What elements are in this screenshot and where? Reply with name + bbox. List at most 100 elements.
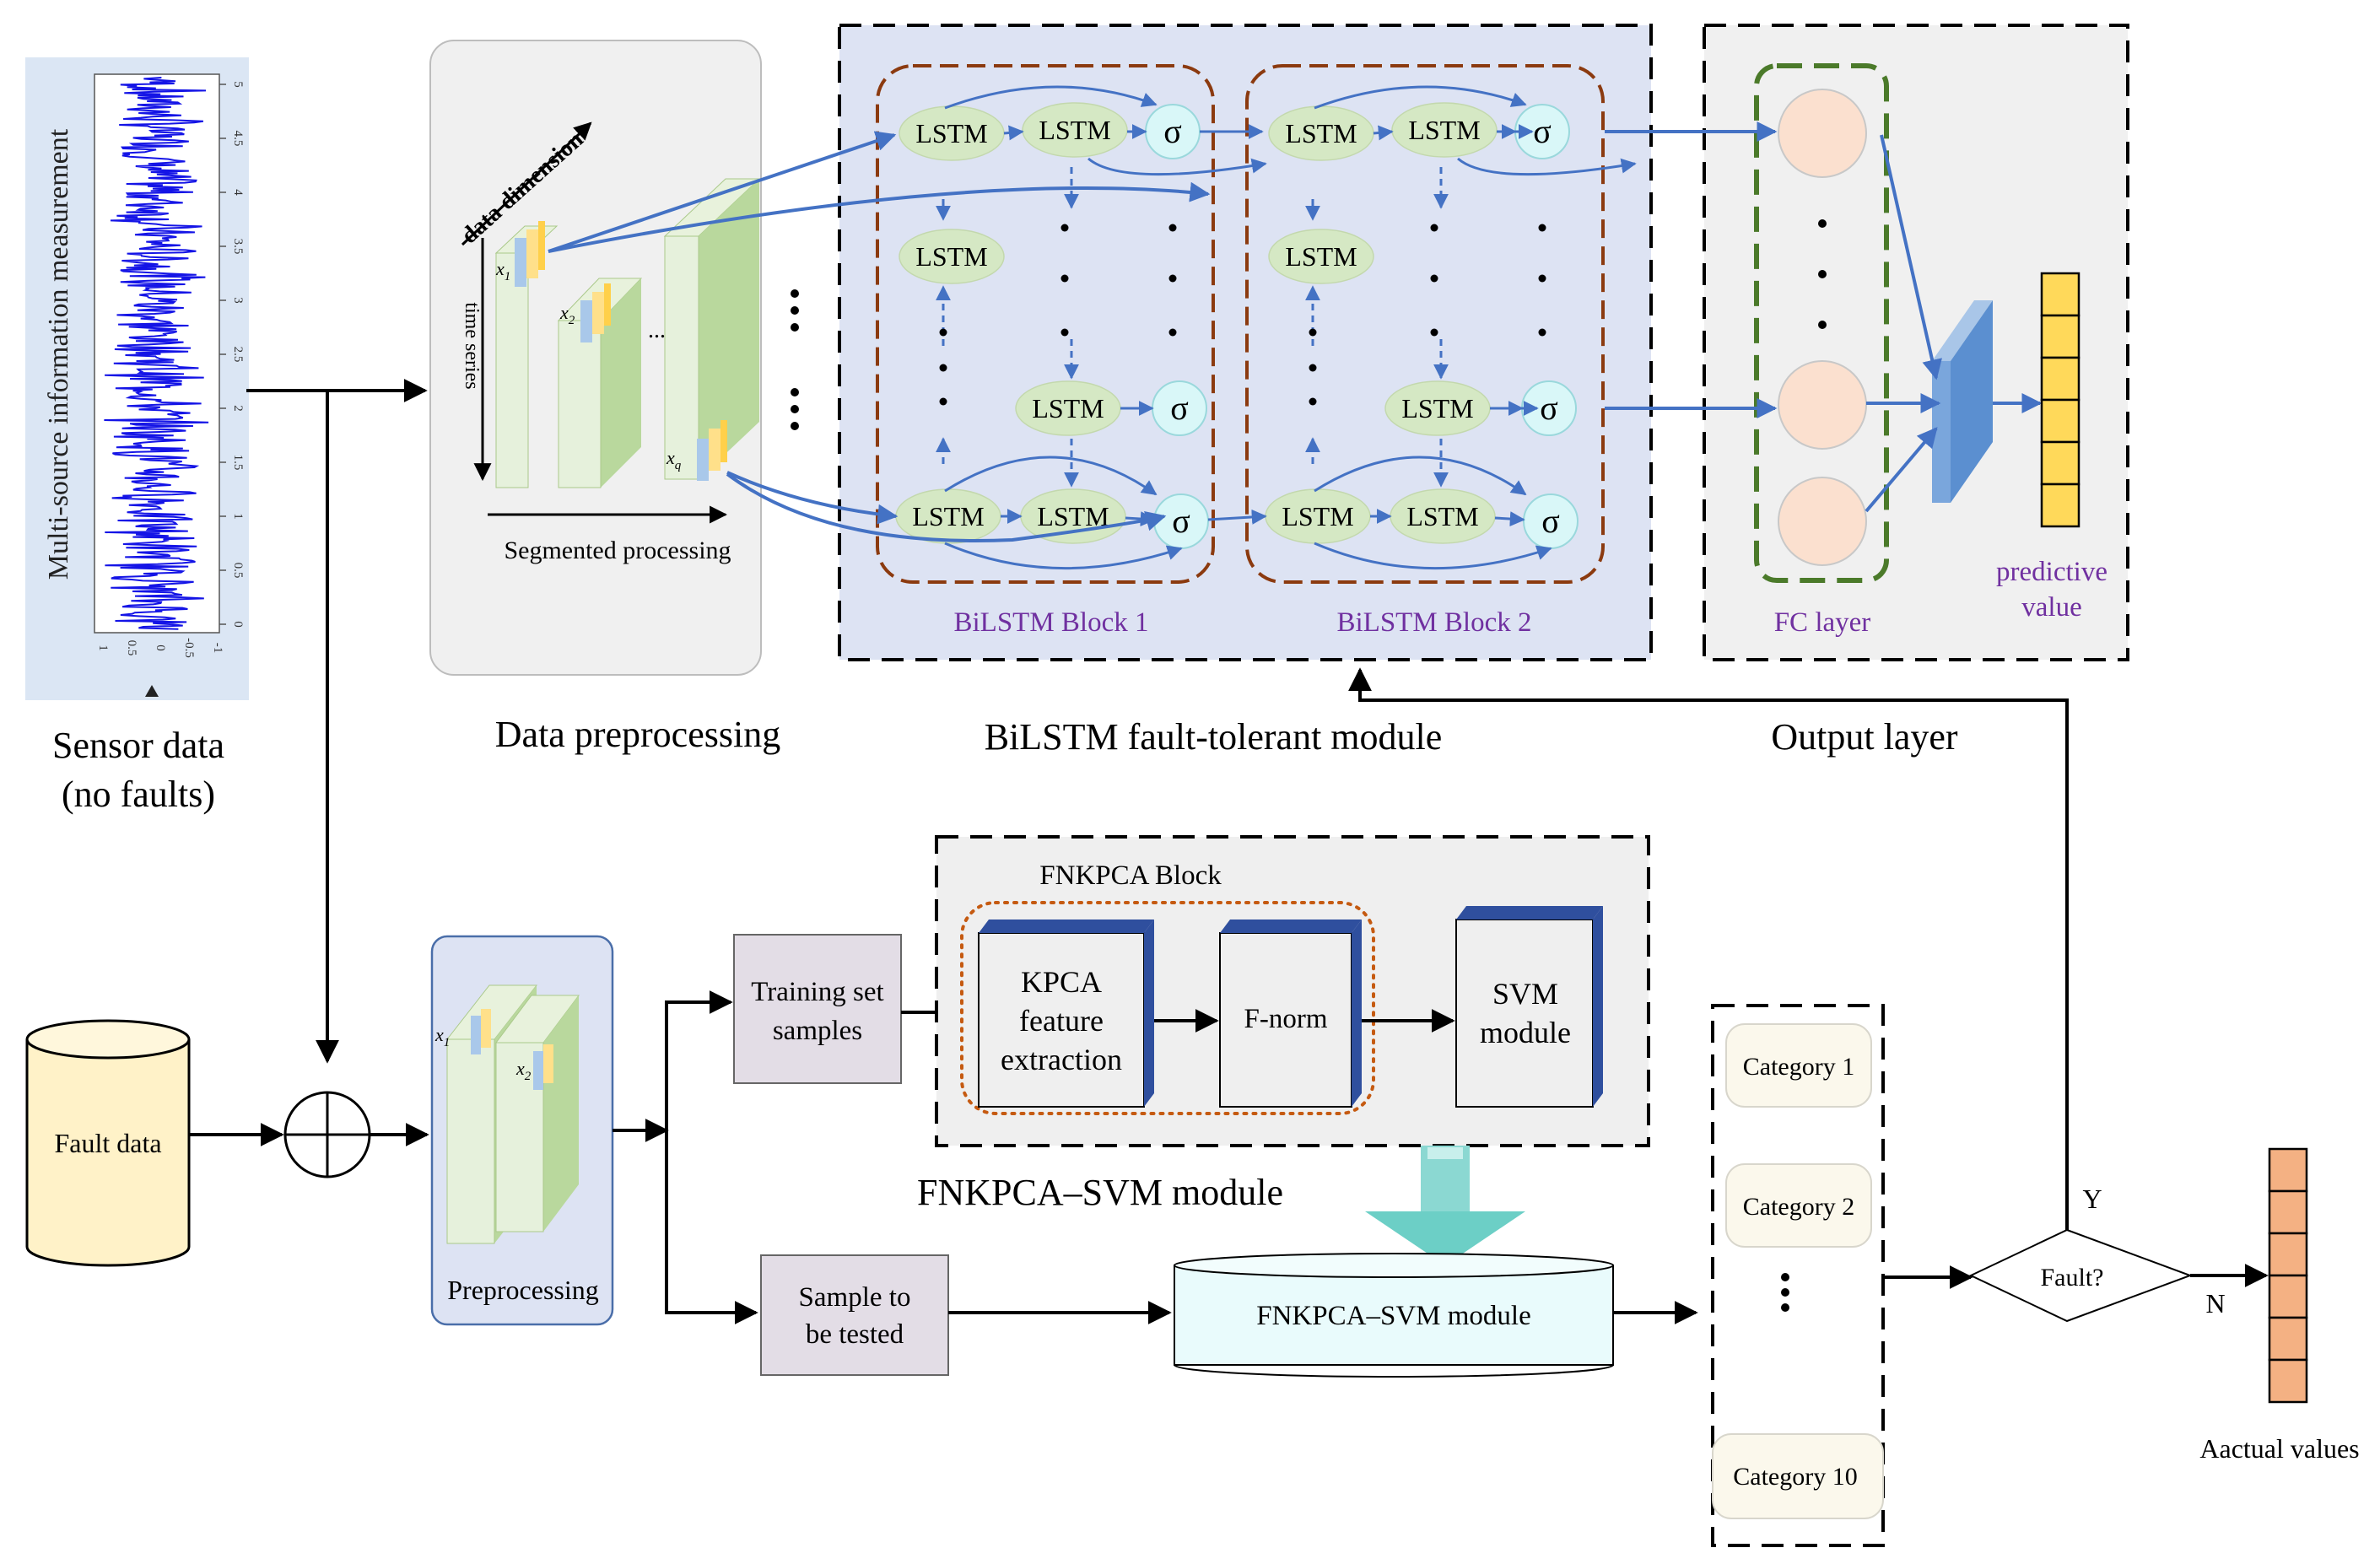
fnorm-side <box>1352 920 1362 1107</box>
bilstm-block-1-label: BiLSTM Block 1 <box>953 607 1148 638</box>
test-sample-label-line2: be tested <box>806 1319 904 1350</box>
b1-lstm-mid-label: LSTM <box>915 241 987 272</box>
slab-ellipsis: ... <box>648 317 666 343</box>
b2-lstm-bot-2-label: LSTM <box>1406 501 1478 531</box>
b1-backward-bot <box>944 542 1183 570</box>
time-series-label: time series <box>461 302 483 389</box>
cube-x1-yellow <box>526 229 538 278</box>
dot <box>1781 1288 1789 1297</box>
label-x2: x2 <box>559 302 575 327</box>
fc-neuron-1 <box>1778 89 1867 178</box>
dot <box>1060 224 1069 232</box>
slab-1-front <box>495 252 529 488</box>
b1-sigma-top: σ <box>1145 104 1201 159</box>
predictive-value-bar <box>2040 272 2080 528</box>
b1-lstm-bot-1-label: LSTM <box>912 501 984 531</box>
xq-to-lstm-backward <box>726 472 1167 543</box>
dot <box>1538 224 1546 232</box>
predictive-value-cell <box>2040 356 2080 402</box>
b2-sigma-row3: σ <box>1521 380 1577 436</box>
sensor-caption-line2: (no faults) <box>62 774 215 815</box>
b1-arrow-top-1 <box>1003 125 1024 141</box>
b1-lstm-row3: LSTM <box>1015 380 1121 436</box>
cube-x1-gold <box>538 221 545 270</box>
b1-skip-bot <box>944 456 1158 496</box>
dot <box>791 405 799 413</box>
dimension-axis <box>461 121 592 246</box>
b2-lstm-bot-2: LSTM <box>1390 488 1496 544</box>
svm-label-line1: SVM <box>1492 977 1558 1011</box>
lower-cube-x2-yellow <box>543 1044 553 1083</box>
b2-lstm-top-1: LSTM <box>1268 105 1374 161</box>
label-x1: x1 <box>495 258 510 283</box>
sensor-tick-label: 5 <box>231 81 245 88</box>
dot <box>1430 274 1438 283</box>
b1-backward-top <box>1087 157 1267 176</box>
category-10-label: Category 10 <box>1733 1463 1857 1491</box>
category-2-box <box>1725 1163 1872 1248</box>
cube-xq-gold <box>720 420 727 462</box>
predictive-label-line1: predictive <box>1996 557 2107 587</box>
dot <box>791 422 799 430</box>
down-arrow-head <box>1365 1211 1525 1265</box>
split-to-test-arrow <box>665 1130 758 1324</box>
fault-data-cylinder: Fault data <box>25 1019 191 1267</box>
cube-x1-blue <box>515 238 526 287</box>
sensor-tick-label: 3 <box>231 297 245 304</box>
sensor-tick-label: 1.5 <box>231 455 245 471</box>
fnorm-front <box>1219 932 1352 1108</box>
decision-yes-feedback-arrow <box>1348 667 2069 1230</box>
data-preprocessing-title: Data preprocessing <box>495 714 780 755</box>
predictive-value-cell <box>2040 314 2080 359</box>
fnkpca-svm-top <box>1174 1253 1614 1278</box>
b1-sigma-row3-label: σ <box>1170 389 1189 427</box>
sensor-tick-label: 4.5 <box>231 131 245 147</box>
sensor-axis-title: Multi-source information measurement <box>43 128 74 580</box>
slab-2-front <box>558 320 602 488</box>
xq-to-lstm-forward <box>726 471 899 525</box>
cube-x2-yellow <box>592 292 604 334</box>
output-layer: FC layer predictive value Output layer <box>1703 24 2129 758</box>
sensor-waveform <box>104 77 209 630</box>
dot <box>791 289 799 298</box>
predictive-value-cell <box>2040 398 2080 444</box>
feature-cube-x2 <box>580 283 611 342</box>
fnkpca-svm-body <box>1174 1265 1614 1366</box>
dot <box>1430 224 1438 232</box>
b2-sigma-row3-label: σ <box>1540 389 1558 427</box>
b2-backward-top <box>1457 157 1637 176</box>
fnkpca-down-arrow-icon <box>1365 1146 1525 1265</box>
kpca-box: KPCA feature extraction <box>978 920 1154 1108</box>
fault-decision-label: Fault? <box>2041 1264 2104 1292</box>
predictive-value-cell <box>2040 272 2080 317</box>
b1-lstm-top-2: LSTM <box>1022 102 1128 158</box>
svm-side <box>1593 906 1603 1107</box>
svm-front <box>1455 919 1594 1108</box>
dot <box>939 397 947 406</box>
lower-label-x1: x1 <box>434 1024 450 1049</box>
fnkpca-svm-box: FNKPCA–SVM module <box>1174 1253 1614 1378</box>
lower-cube-x1-blue <box>471 1016 481 1054</box>
cube-xq-blue <box>697 439 709 481</box>
b2-sigma-bot: σ <box>1523 493 1579 549</box>
fnorm-label: F-norm <box>1244 1004 1328 1034</box>
bilstm-module-title: BiLSTM fault-tolerant module <box>985 716 1443 758</box>
dot <box>1818 219 1827 228</box>
dot <box>1168 224 1177 232</box>
dot <box>791 323 799 332</box>
output-neuron-top <box>1932 300 1993 361</box>
b2-lstm-top-2-label: LSTM <box>1408 115 1480 145</box>
slab-q-front <box>664 235 699 480</box>
svm-box: SVM module <box>1455 906 1603 1108</box>
output-neuron-side <box>1951 300 1993 503</box>
cylinder-top <box>25 1019 191 1060</box>
lower-preprocessing-box: x1 x2 Preprocessing <box>430 935 614 1326</box>
between-dots <box>791 289 799 430</box>
b2-arrow-top-1 <box>1373 125 1394 141</box>
dot <box>1781 1273 1789 1281</box>
fnkpca-svm-box-label: FNKPCA–SVM module <box>1256 1301 1530 1331</box>
sensor-xtick-label: -0.5 <box>182 638 196 658</box>
cylinder-body <box>25 1039 191 1267</box>
feature-cube-x1 <box>515 221 545 287</box>
b1-lstm-bot-2: LSTM <box>1020 488 1126 544</box>
